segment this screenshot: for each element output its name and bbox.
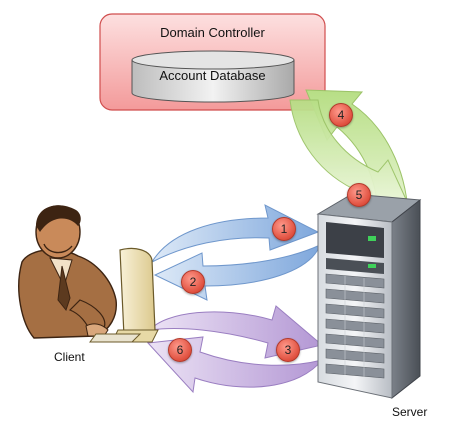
step-badge-4: 4 bbox=[329, 103, 353, 127]
domain-controller-title: Domain Controller bbox=[160, 25, 265, 40]
step-badge-1: 1 bbox=[272, 217, 296, 241]
database-icon bbox=[131, 50, 295, 103]
step-badge-3: 3 bbox=[276, 338, 300, 362]
server-tower-icon bbox=[316, 193, 422, 400]
account-database-label: Account Database bbox=[159, 68, 266, 83]
person-at-computer-icon bbox=[18, 205, 159, 343]
step-badge-6: 6 bbox=[168, 338, 192, 362]
arrow-step-2 bbox=[153, 244, 321, 301]
client-label: Client bbox=[54, 350, 85, 364]
step-badge-5: 5 bbox=[347, 183, 371, 207]
server-label: Server bbox=[392, 405, 428, 419]
step-badge-2: 2 bbox=[181, 270, 205, 294]
